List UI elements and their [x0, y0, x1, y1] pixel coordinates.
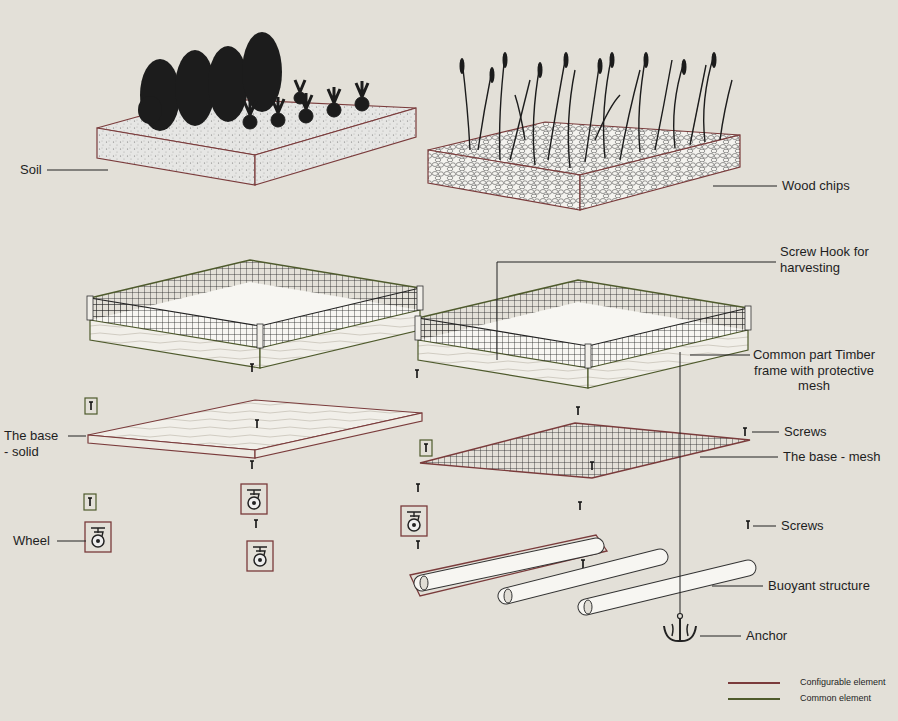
- part-label: Buoyant structure: [768, 578, 870, 594]
- part-label: Common part Timber frame with protective…: [752, 347, 876, 394]
- part-label: Screw Hook for harvesting: [780, 244, 880, 275]
- part-label: Screws: [784, 424, 827, 440]
- part-label: Wheel: [13, 533, 50, 549]
- part-label: The base - solid: [4, 428, 64, 459]
- part-label: Screws: [781, 518, 824, 534]
- part-label: Anchor: [746, 628, 787, 644]
- legend-text: Configurable element: [800, 677, 886, 688]
- legend-text: Common element: [800, 693, 871, 704]
- part-label: The base - mesh: [783, 449, 881, 465]
- material-label: Soil: [20, 162, 42, 178]
- material-label: Wood chips: [782, 178, 850, 194]
